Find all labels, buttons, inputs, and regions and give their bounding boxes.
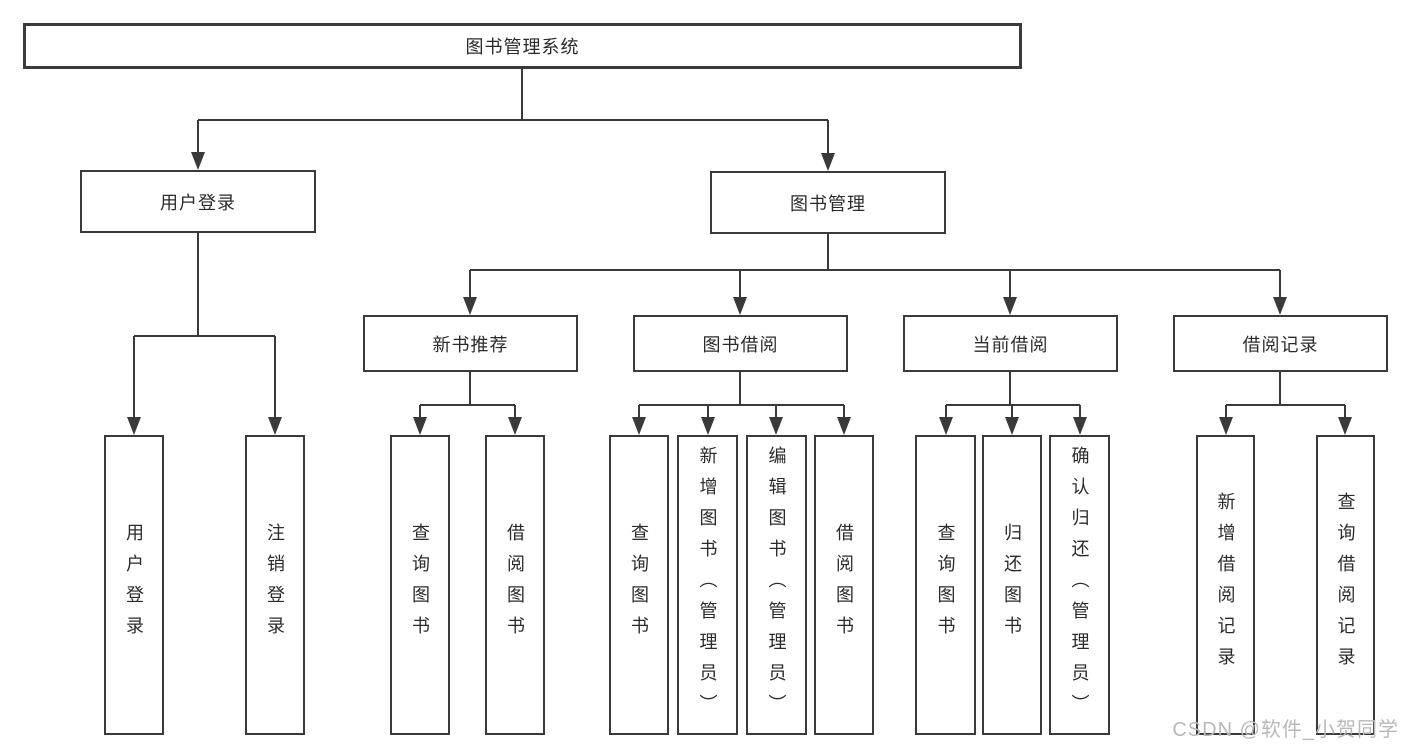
node-new-book-recommendation: 新书推荐 bbox=[363, 315, 578, 372]
connector-new-book-branch bbox=[413, 372, 522, 435]
node-borrow-books-recommendation: 借阅图书 bbox=[485, 435, 545, 735]
node-return-books: 归还图书 bbox=[982, 435, 1042, 735]
connector-current-borrowing-branch bbox=[939, 372, 1087, 435]
node-borrow-books-leaf: 借阅图书 bbox=[814, 435, 874, 735]
node-edit-book-admin: 编辑图书（管理员） bbox=[746, 435, 807, 735]
connector-root-to-level2 bbox=[191, 69, 835, 171]
connector-book-borrowing-branch bbox=[632, 372, 851, 435]
node-logout-leaf: 注销登录 bbox=[245, 435, 305, 735]
connector-book-management-branch bbox=[463, 234, 1287, 315]
node-query-borrow-record: 查询借阅记录 bbox=[1316, 435, 1375, 735]
node-add-book-admin: 新增图书（管理员） bbox=[677, 435, 738, 735]
node-confirm-return-admin: 确认归还（管理员） bbox=[1049, 435, 1110, 735]
node-add-borrow-record: 新增借阅记录 bbox=[1196, 435, 1255, 735]
node-borrowing-records: 借阅记录 bbox=[1173, 315, 1388, 372]
node-query-books-recommendation: 查询图书 bbox=[390, 435, 450, 735]
node-query-books-current: 查询图书 bbox=[915, 435, 976, 735]
csdn-watermark: CSDN @软件_小贺同学 bbox=[1172, 719, 1399, 741]
node-user-login: 用户登录 bbox=[80, 170, 316, 233]
connector-user-login-branch bbox=[127, 233, 282, 435]
node-user-login-leaf: 用户登录 bbox=[104, 435, 164, 735]
node-book-management: 图书管理 bbox=[710, 171, 946, 234]
node-current-borrowing: 当前借阅 bbox=[903, 315, 1118, 372]
node-book-borrowing: 图书借阅 bbox=[633, 315, 848, 372]
node-library-management-system: 图书管理系统 bbox=[23, 23, 1022, 69]
connector-borrowing-records-branch bbox=[1219, 372, 1352, 435]
node-query-books-borrowing: 查询图书 bbox=[609, 435, 669, 735]
